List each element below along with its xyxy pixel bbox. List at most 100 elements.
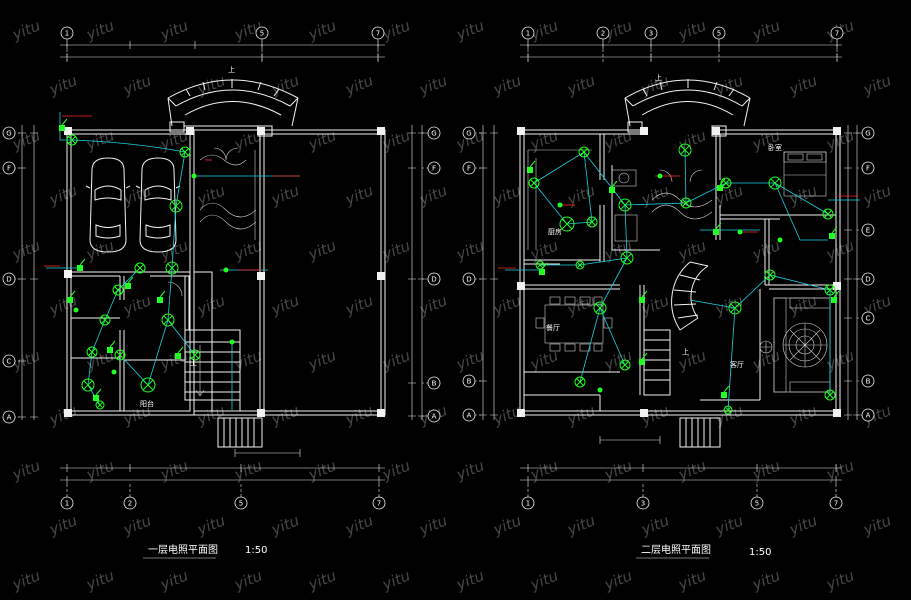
grid-bubble-circle: [829, 496, 843, 510]
grid-bubble-label: G: [466, 130, 471, 138]
ceiling-lamp-icon: [559, 216, 575, 232]
grid-bubble-label: F: [7, 165, 11, 173]
grid-bubble-circle: [60, 496, 74, 510]
switch-icon: [175, 346, 184, 359]
ceiling-lamp-icon: [528, 177, 540, 189]
ceiling-lamp-icon: [575, 260, 585, 270]
switch-icon: [107, 340, 116, 353]
grid-bubble-circle: [861, 161, 875, 175]
right-plan-columns: [517, 127, 841, 417]
left-plan-fixtures: [59, 118, 235, 410]
grid-bubble-circle: [427, 409, 441, 423]
grid-bubble: 7: [371, 26, 385, 40]
grid-bubble-label: C: [866, 315, 871, 323]
socket-icon: [111, 369, 117, 375]
ceiling-lamp-icon: [618, 198, 632, 212]
ceiling-lamp-icon: [586, 216, 598, 228]
switch-icon: [67, 290, 76, 303]
grid-bubble: G: [2, 126, 16, 140]
left-plan-title: 一层电照平面图: [148, 543, 218, 556]
socket-icon: [597, 387, 603, 393]
right-plan-kitchen-label: 厨房: [548, 227, 562, 236]
grid-bubble-label: B: [866, 378, 871, 386]
switch-icon: [639, 290, 648, 303]
grid-bubble-label: G: [865, 130, 870, 138]
grid-bubble-circle: [2, 126, 16, 140]
grid-bubble-circle: [462, 408, 476, 422]
ceiling-lamp-icon: [822, 208, 834, 220]
grid-bubble: B: [861, 374, 875, 388]
socket-icon: [229, 339, 235, 345]
grid-bubble-label: A: [7, 414, 12, 422]
right-plan: 上 上 厨房 餐厅 客厅 卧室 二层电照平面图 1:50: [475, 39, 862, 559]
grid-bubble: A: [462, 408, 476, 422]
grid-bubble-label: E: [866, 227, 870, 235]
grid-bubble-label: A: [467, 412, 472, 420]
ceiling-lamp-icon: [134, 262, 146, 274]
grid-bubble-circle: [427, 376, 441, 390]
ceiling-lamp-icon: [99, 314, 111, 326]
grid-bubble-label: C: [7, 358, 12, 366]
switch-icon: [829, 226, 838, 239]
grid-bubble-label: F: [432, 165, 436, 173]
grid-bubble-circle: [861, 374, 875, 388]
switch-icon: [609, 180, 618, 193]
ceiling-lamp-icon: [81, 378, 95, 392]
right-plan-living-label: 客厅: [730, 360, 744, 369]
grid-bubble-circle: [2, 272, 16, 286]
grid-bubble: 2: [596, 26, 610, 40]
left-plan-bay-window: [167, 79, 299, 137]
socket-icon: [737, 229, 743, 235]
ceiling-lamp-icon: [728, 301, 742, 315]
grid-bubble: C: [2, 354, 16, 368]
grid-bubble-label: 5: [239, 500, 243, 508]
grid-bubble-circle: [372, 496, 386, 510]
right-plan-dimensions: [475, 39, 862, 497]
grid-bubble-label: B: [467, 378, 472, 386]
right-plan-bedroom-label: 卧室: [768, 143, 782, 152]
left-plan-bay-stair-up-label: 上: [228, 65, 235, 74]
grid-bubble-label: G: [6, 130, 11, 138]
grid-bubble-circle: [123, 496, 137, 510]
grid-bubble-label: 5: [260, 30, 264, 38]
right-plan-spiral-stair: [671, 261, 709, 331]
left-plan: 上 上 阳台 一层电照平面图 1:50: [14, 39, 428, 559]
grid-bubble-label: 1: [65, 30, 69, 38]
switch-icon: [717, 178, 726, 191]
grid-bubble: 5: [234, 496, 248, 510]
ceiling-lamp-icon: [723, 405, 733, 415]
grid-bubble-circle: [462, 272, 476, 286]
grid-bubble-circle: [861, 126, 875, 140]
grid-bubble-label: 7: [376, 30, 380, 38]
grid-bubble: 1: [521, 496, 535, 510]
grid-bubble: 7: [830, 26, 844, 40]
grid-bubble-circle: [371, 26, 385, 40]
ceiling-lamp-icon: [619, 359, 631, 371]
grid-bubble-label: D: [466, 276, 471, 284]
grid-bubble-circle: [427, 161, 441, 175]
grid-bubble-label: A: [432, 413, 437, 421]
grid-bubble: 3: [636, 496, 650, 510]
switch-icon: [157, 290, 166, 303]
grid-bubble-label: A: [866, 412, 871, 420]
right-plan-bedroom-bed: [783, 151, 827, 197]
grid-bubble-circle: [2, 354, 16, 368]
grid-bubble-label: 1: [526, 30, 530, 38]
grid-bubble: 7: [829, 496, 843, 510]
ceiling-lamp-icon: [86, 346, 98, 358]
grid-bubble-circle: [644, 26, 658, 40]
switch-icon: [639, 352, 648, 365]
grid-bubble: F: [861, 161, 875, 175]
grid-bubble-circle: [521, 496, 535, 510]
grid-bubble-circle: [521, 26, 535, 40]
ceiling-lamp-icon: [165, 261, 179, 275]
grid-bubble: A: [427, 409, 441, 423]
switch-icon: [713, 222, 722, 235]
grid-bubble: 1: [521, 26, 535, 40]
ceiling-lamp-icon: [680, 197, 692, 209]
grid-bubble: A: [861, 408, 875, 422]
left-plan-stair-up-label: 上: [190, 358, 197, 367]
ceiling-lamp-icon: [824, 284, 836, 296]
